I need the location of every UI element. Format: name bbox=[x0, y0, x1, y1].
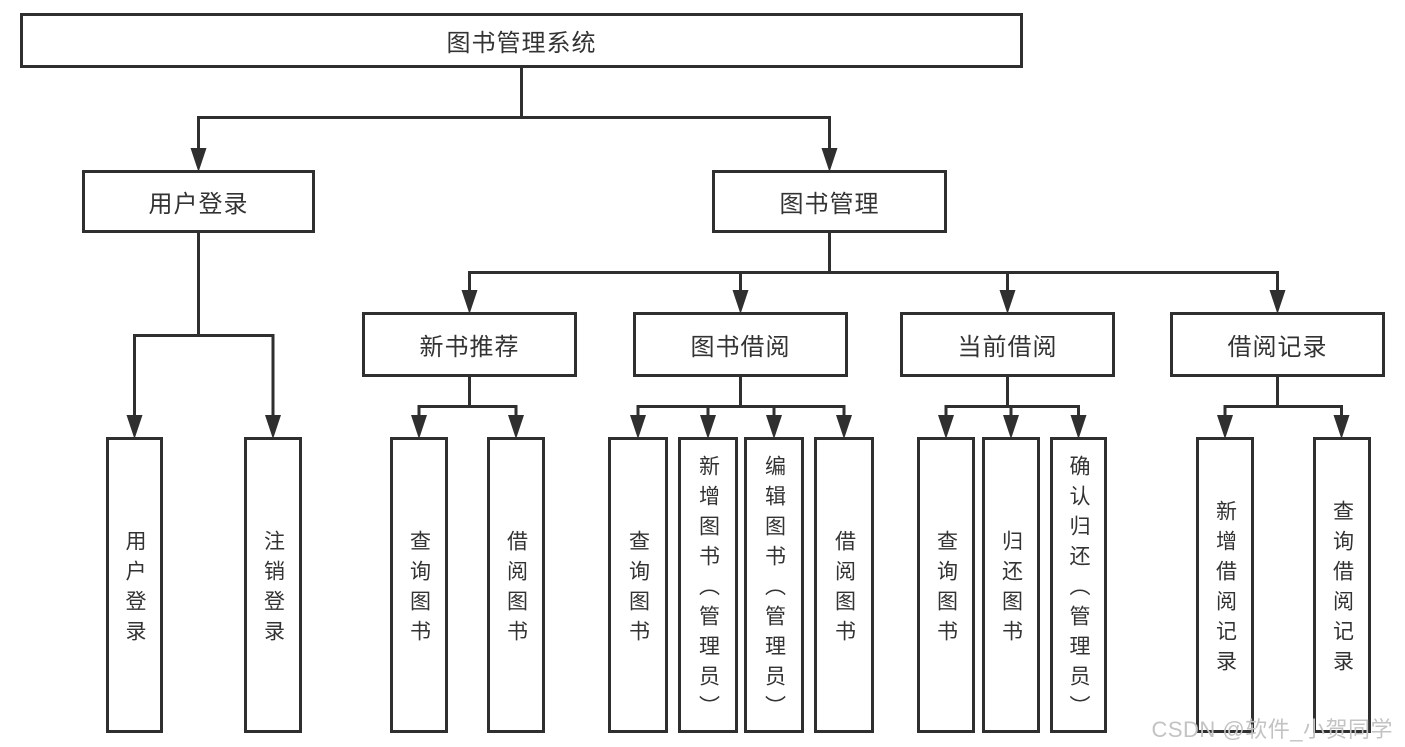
arrow-d2 bbox=[1333, 415, 1350, 439]
leaf-query-books-current-label: 查询图书 bbox=[934, 529, 958, 650]
arrow-b3 bbox=[766, 415, 782, 439]
leaf-query-borrow-record: 查询借阅记录 bbox=[1313, 437, 1371, 733]
leaf-logout-label: 注销登录 bbox=[261, 529, 285, 650]
leaf-borrow-books-borrowing-label: 借阅图书 bbox=[832, 529, 856, 650]
node-new-book-recommend: 新书推荐 bbox=[362, 312, 577, 377]
leaf-add-borrow-record: 新增借阅记录 bbox=[1196, 437, 1254, 733]
leaf-add-borrow-record-label: 新增借阅记录 bbox=[1213, 499, 1237, 680]
leaf-return-book: 归还图书 bbox=[982, 437, 1040, 733]
arrow-recommend bbox=[461, 290, 478, 314]
node-book-borrowing: 图书借阅 bbox=[633, 312, 848, 377]
leaf-borrow-books-recommend-label: 借阅图书 bbox=[504, 529, 528, 650]
leaf-borrow-books-borrowing: 借阅图书 bbox=[814, 437, 874, 733]
arrow-current bbox=[999, 290, 1016, 314]
leaf-add-book-admin-label: 新增图书（管理员） bbox=[696, 454, 720, 725]
arrow-a1 bbox=[411, 415, 427, 439]
csdn-watermark: CSDN @软件_小贺同学 bbox=[1151, 717, 1393, 742]
arrow-d1 bbox=[1217, 415, 1233, 439]
node-root-system: 图书管理系统 bbox=[20, 13, 1023, 68]
arrow-records bbox=[1269, 290, 1286, 314]
node-book-borrowing-label: 图书借阅 bbox=[690, 334, 791, 361]
node-borrow-records-label: 借阅记录 bbox=[1227, 334, 1328, 361]
node-new-book-recommend-label: 新书推荐 bbox=[419, 334, 520, 361]
leaf-confirm-return-admin: 确认归还（管理员） bbox=[1050, 437, 1107, 733]
arrow-leaf-login bbox=[126, 415, 143, 439]
arrow-c3 bbox=[1070, 415, 1087, 439]
leaf-query-borrow-record-label: 查询借阅记录 bbox=[1330, 499, 1354, 680]
leaf-query-books-borrowing: 查询图书 bbox=[608, 437, 668, 733]
leaf-user-login: 用户登录 bbox=[106, 437, 163, 733]
arrow-book-mgmt bbox=[821, 148, 838, 172]
arrow-b4 bbox=[836, 415, 852, 439]
arrow-user-login bbox=[190, 148, 207, 172]
node-current-borrow-label: 当前借阅 bbox=[957, 334, 1058, 361]
node-root-label: 图书管理系统 bbox=[446, 30, 597, 57]
leaf-query-books-current: 查询图书 bbox=[917, 437, 975, 733]
arrow-c2 bbox=[1003, 415, 1019, 439]
arrow-b2 bbox=[700, 415, 716, 439]
leaf-borrow-books-recommend: 借阅图书 bbox=[487, 437, 545, 733]
leaf-edit-book-admin-label: 编辑图书（管理员） bbox=[762, 454, 786, 725]
node-current-borrow: 当前借阅 bbox=[900, 312, 1115, 377]
leaf-return-book-label: 归还图书 bbox=[999, 529, 1023, 650]
node-user-login: 用户登录 bbox=[82, 170, 315, 233]
leaf-query-books-borrowing-label: 查询图书 bbox=[626, 529, 650, 650]
arrow-borrowing bbox=[732, 290, 749, 314]
node-borrow-records: 借阅记录 bbox=[1170, 312, 1385, 377]
arrow-leaf-logout bbox=[265, 415, 281, 439]
arrow-c1 bbox=[938, 415, 954, 439]
node-user-login-label: 用户登录 bbox=[148, 191, 249, 218]
leaf-confirm-return-admin-label: 确认归还（管理员） bbox=[1067, 454, 1090, 725]
node-book-management: 图书管理 bbox=[712, 170, 947, 233]
leaf-add-book-admin: 新增图书（管理员） bbox=[678, 437, 738, 733]
leaf-query-books-recommend-label: 查询图书 bbox=[407, 529, 431, 650]
leaf-logout: 注销登录 bbox=[244, 437, 302, 733]
leaf-user-login-label: 用户登录 bbox=[123, 529, 146, 650]
leaf-query-books-recommend: 查询图书 bbox=[390, 437, 448, 733]
leaf-edit-book-admin: 编辑图书（管理员） bbox=[744, 437, 804, 733]
arrow-b1 bbox=[630, 415, 646, 439]
node-book-management-label: 图书管理 bbox=[779, 191, 880, 218]
arrow-a2 bbox=[508, 415, 524, 439]
